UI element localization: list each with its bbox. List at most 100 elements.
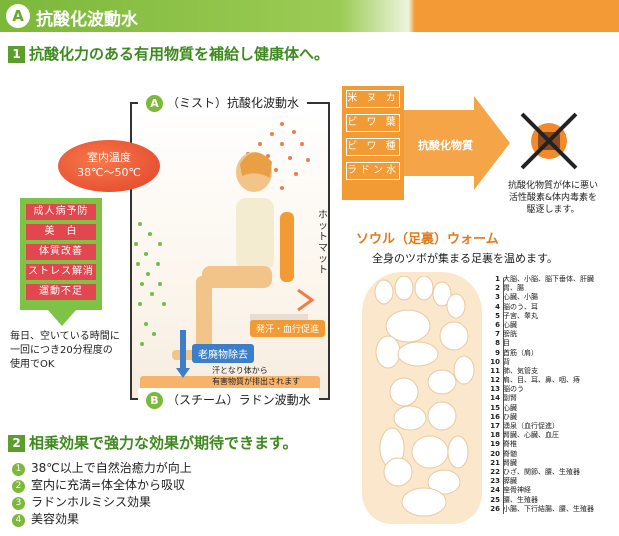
legend-number: 2 [495, 284, 500, 293]
legend-number: 25 [490, 495, 500, 504]
legend-text: 腰、生殖器 [503, 495, 538, 504]
legend-number: 11 [490, 366, 500, 375]
section2-title: 相乗効果で強力な効果が期待できます。 [29, 434, 298, 452]
header-title: 抗酸化波動水 [36, 10, 138, 30]
legend-number: 22 [490, 467, 500, 476]
benefit-item: 体質改善 [26, 244, 96, 260]
temperature-bubble: 室内温度 38℃～50℃ [58, 140, 160, 192]
legend-number: 19 [490, 440, 500, 449]
bench-shape [250, 314, 308, 324]
section1-number: 1 [8, 46, 25, 63]
antioxidant-description: 抗酸化物質が体に悪い 活性酸素&体内毒素を 駆逐します。 [507, 181, 598, 215]
hotmat-shape [280, 212, 294, 282]
legend-number: 16 [490, 412, 500, 421]
legend-number: 12 [490, 376, 500, 385]
section1-title: 抗酸化力のある有用物質を補給し健康体へ。 [29, 45, 330, 63]
legend-text: 腎臓 [503, 458, 517, 467]
floor-mat [140, 376, 320, 390]
antioxidant-item: ビ ワ 種 [346, 138, 400, 156]
legend-text: 座骨神経 [503, 486, 531, 495]
legend-divider [503, 278, 504, 514]
legend-text: 膀胱 [503, 330, 517, 339]
sole-subtitle: 全身のツボが集まる足裏を温めます。 [372, 252, 558, 265]
legend-text: 脳のう [503, 385, 524, 394]
legend-text: 肩、目、耳、鼻、咽、痔 [503, 376, 580, 385]
legend-text: 目 [503, 339, 510, 348]
legend-number: 3 [495, 293, 500, 302]
waste-badge: 老廃物除去 [192, 344, 254, 363]
legend-text: ひ臓 [503, 412, 517, 421]
legend-text: 背 [503, 357, 510, 366]
legend-text: 子宮、睾丸 [503, 311, 538, 320]
waste-arrow-stem [180, 330, 186, 370]
legend-number: 8 [495, 339, 500, 348]
legend-text: 大脳、小脳、脳下垂体、肝臓 [503, 275, 594, 283]
steam-label: B（スチーム）ラドン波動水 [138, 388, 319, 412]
legend-number: 18 [490, 431, 500, 440]
legend-text: 心臓 [503, 320, 517, 329]
room-diagram [130, 102, 330, 400]
antioxidant-item: ラドン水 [346, 162, 400, 180]
legend-number: 17 [490, 422, 500, 430]
legend-number: 23 [490, 477, 500, 486]
legend-text: 湧泉（血行促進） [503, 422, 559, 430]
legend-number: 9 [495, 348, 500, 357]
mist-label: A（ミスト）抗酸化波動水 [138, 91, 308, 115]
legend-text: 膵臓 [503, 477, 517, 486]
legend-text: 副腎 [503, 394, 517, 403]
header-bar [0, 0, 619, 32]
hotmat-label: ホットマット [318, 210, 328, 276]
legend-number: 24 [490, 486, 500, 495]
legend-number: 13 [490, 385, 500, 394]
legend-text: 脳のう、耳 [503, 302, 538, 311]
foot-map [374, 276, 475, 517]
legend-text: 心臓 [503, 403, 517, 412]
legend-text: 腎臓、心臓、血圧 [503, 431, 559, 440]
legend-number: 7 [495, 330, 500, 339]
toxin-cross-icon [520, 112, 578, 170]
legend-text: 脊髄 [503, 449, 517, 458]
legend-number: 5 [495, 311, 500, 320]
steam-circle-badge: B [146, 392, 163, 409]
sweat-badge: 発汗・血行促進 [250, 320, 326, 337]
benefit-item: 運動不足 [26, 284, 96, 300]
legend-text: ひざ、関節、腰、生殖器 [503, 467, 580, 476]
antioxidant-label: 抗酸化物質 [418, 139, 473, 152]
header-circle-badge: A [6, 4, 30, 28]
down-arrow-icon [48, 310, 76, 326]
usage-note: 毎日、空いている時間に 一回につき20分程度の 使用でOK [10, 331, 120, 370]
steam-dots [134, 222, 166, 346]
antioxidant-list: 米 ヌ カ ビ ワ 葉 ビ ワ 種 ラドン水 [342, 86, 404, 200]
legend-number: 15 [490, 403, 500, 412]
legend-number: 20 [490, 449, 500, 458]
legend-number: 10 [490, 357, 500, 366]
benefit-item: ストレス解消 [26, 264, 96, 280]
